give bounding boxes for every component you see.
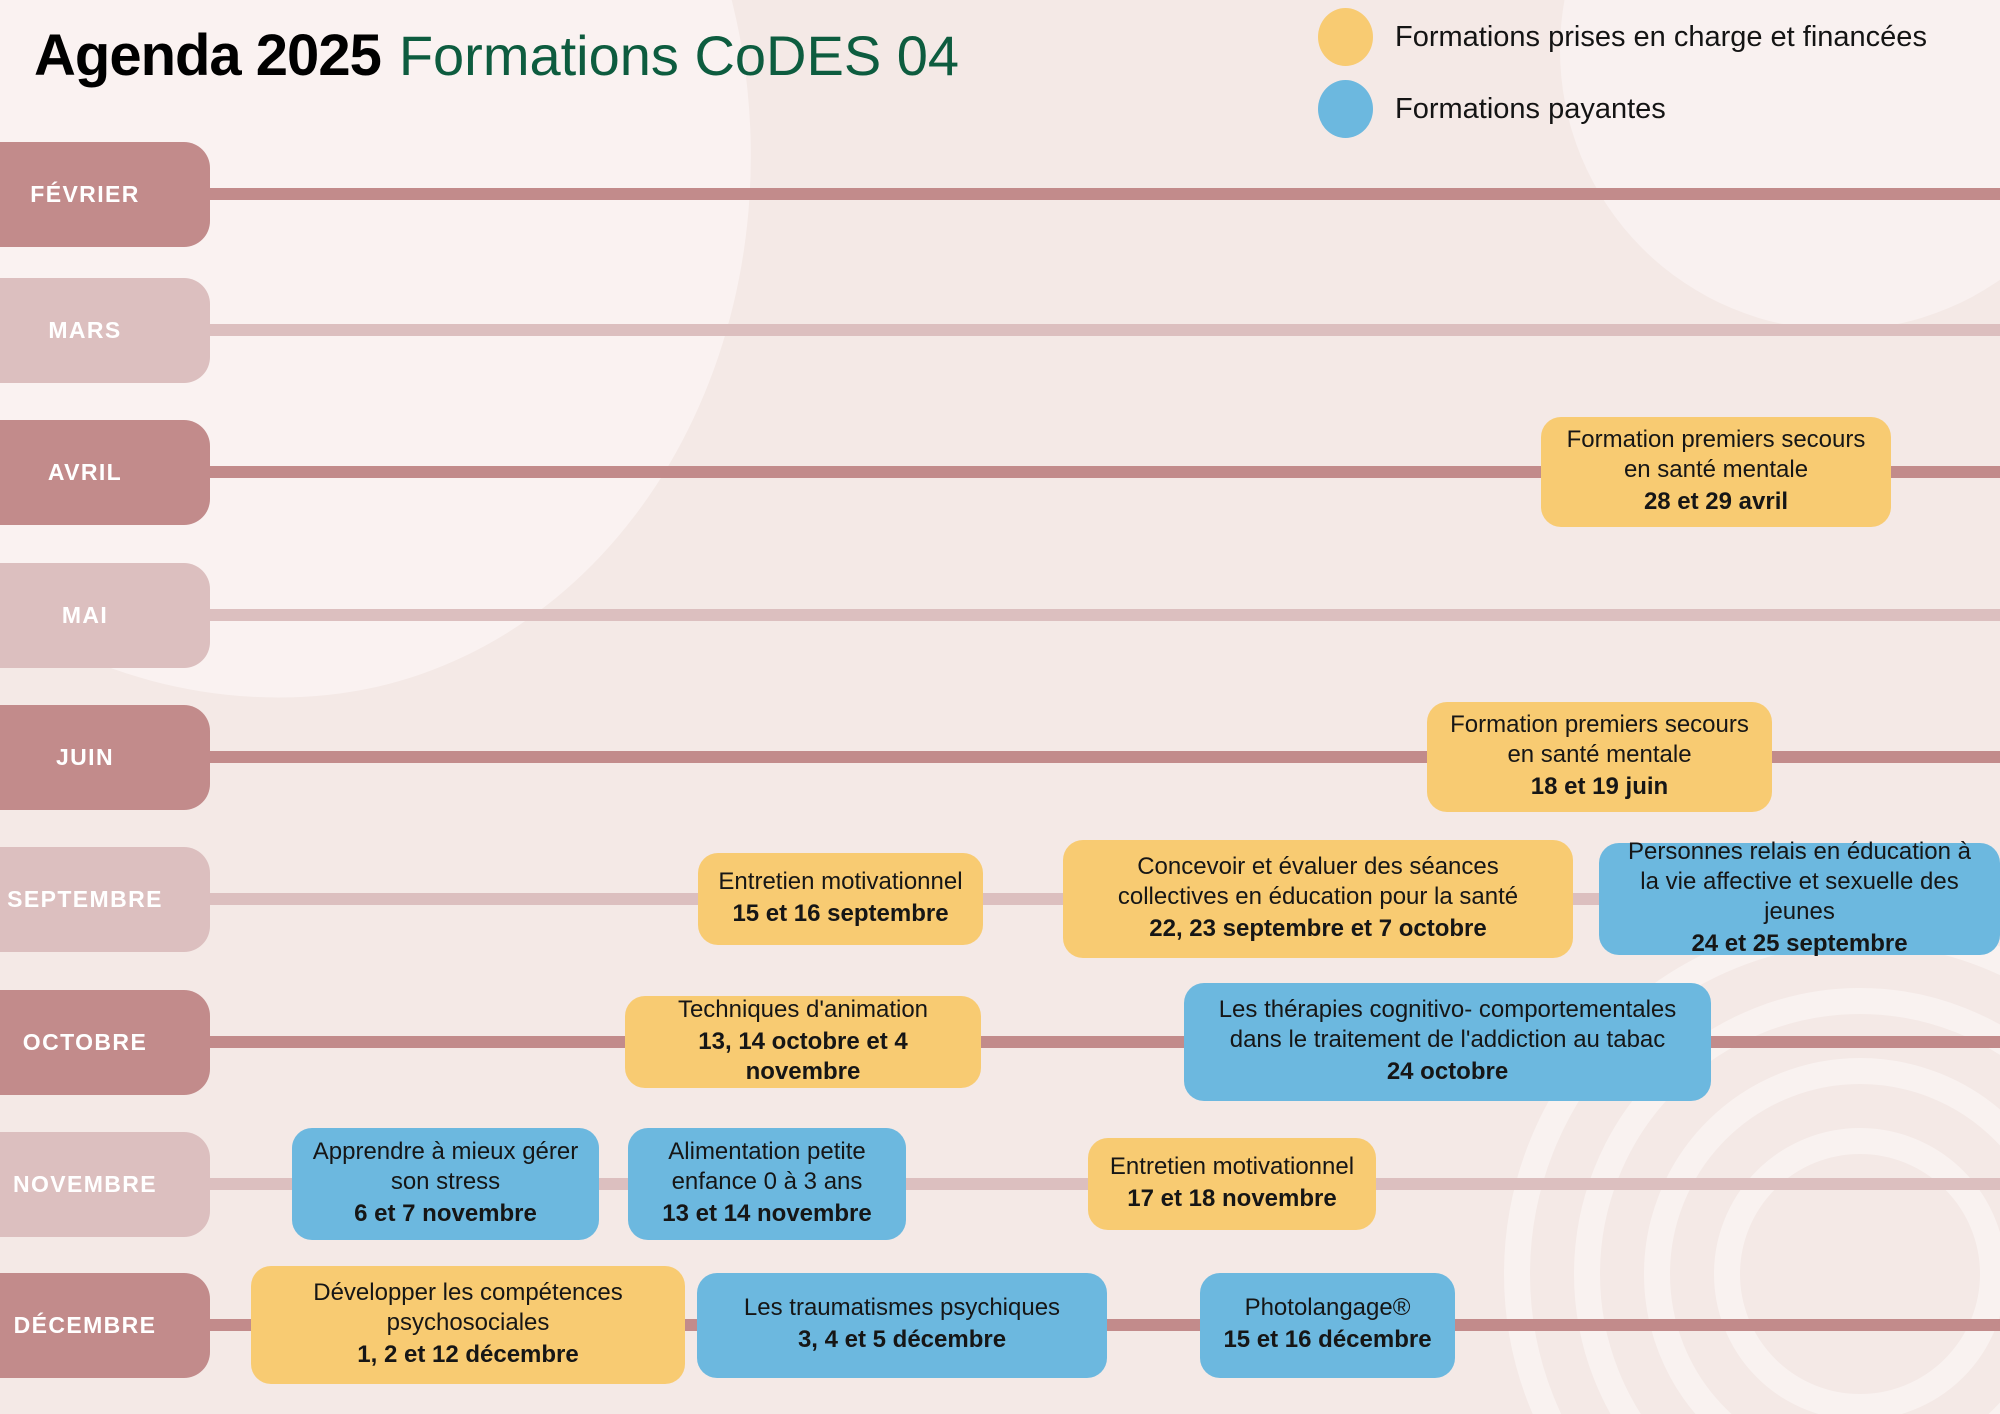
event-title: Les thérapies cognitivo- comportementale… (1218, 996, 1677, 1053)
event-card[interactable]: Photolangage® 15 et 16 décembre (1200, 1272, 1455, 1378)
event-date: 13, 14 octobre et 4 novembre (698, 1028, 908, 1085)
event-title: Alimentation petite enfance 0 à 3 ans (668, 1138, 866, 1195)
event-card[interactable]: Entretien motivationnel 17 et 18 novembre (1088, 1138, 1376, 1230)
event-title: Entretien motivationnel (718, 868, 963, 895)
event-date: 17 et 18 novembre (1127, 1185, 1337, 1212)
event-date: 18 et 19 juin (1530, 773, 1669, 800)
event-date: 13 et 14 novembre (662, 1200, 872, 1227)
legend-item: Formations payantes (1318, 80, 1927, 138)
month-pill-octobre[interactable]: OCTOBRE (0, 990, 210, 1095)
month-label: MAI (61, 602, 109, 628)
timeline-rail (0, 609, 2000, 621)
month-label: SEPTEMBRE (7, 886, 163, 912)
event-date: 22, 23 septembre et 7 octobre (1149, 915, 1487, 942)
month-pill-dcembre[interactable]: DÉCEMBRE (0, 1273, 210, 1378)
event-title: Techniques d'animation (677, 996, 929, 1023)
blue-dot-icon (1318, 80, 1373, 138)
event-title: Formation premiers secours en santé ment… (1566, 426, 1866, 483)
title-subtitle: Formations CoDES 04 (398, 24, 960, 87)
legend-label: Formations payantes (1395, 92, 1666, 125)
month-pill-septembre[interactable]: SEPTEMBRE (0, 847, 210, 952)
event-date: 6 et 7 novembre (354, 1200, 537, 1227)
month-label: JUIN (55, 744, 114, 770)
event-title: Les traumatismes psychiques (743, 1294, 1061, 1321)
legend-item: Formations prises en charge et financées (1318, 8, 1927, 66)
event-card[interactable]: Les traumatismes psychiques 3, 4 et 5 déc… (697, 1272, 1107, 1378)
poster-header: Agenda 2025 Formations CoDES 04 Formatio… (0, 0, 2000, 160)
event-card[interactable]: Les thérapies cognitivo- comportementale… (1184, 983, 1711, 1101)
event-card[interactable]: Apprendre à mieux gérer son stress 6 et 7… (292, 1128, 599, 1240)
event-date: 24 et 25 septembre (1691, 930, 1908, 957)
month-label: DÉCEMBRE (13, 1312, 157, 1338)
event-date: 28 et 29 avril (1643, 488, 1789, 515)
month-pill-avril[interactable]: AVRIL (0, 420, 210, 525)
event-date: 3, 4 et 5 décembre (797, 1326, 1007, 1353)
month-label: OCTOBRE (22, 1029, 148, 1055)
event-title: Personnes relais en éducation à la vie a… (1628, 838, 1971, 925)
event-title: Apprendre à mieux gérer son stress (312, 1138, 579, 1195)
event-card[interactable]: Entretien motivationnel 15 et 16 septembr… (698, 853, 983, 945)
month-label: MARS (48, 317, 122, 343)
event-card[interactable]: Personnes relais en éducation à la vie a… (1599, 838, 2000, 957)
legend: Formations prises en charge et financées… (1318, 8, 1927, 138)
month-pill-mars[interactable]: MARS (0, 278, 210, 383)
event-date: 24 octobre (1386, 1058, 1509, 1085)
event-card[interactable]: Techniques d'animation 13, 14 octobre et … (625, 996, 981, 1088)
legend-label: Formations prises en charge et financées (1395, 20, 1927, 53)
event-card[interactable]: Concevoir et évaluer des séances collect… (1063, 840, 1573, 958)
month-pill-mai[interactable]: MAI (0, 563, 210, 668)
title-main: Agenda 2025 (34, 23, 382, 88)
event-card[interactable]: Alimentation petite enfance 0 à 3 ans 13 … (628, 1128, 906, 1240)
event-date: 15 et 16 septembre (732, 900, 949, 927)
month-label: NOVEMBRE (12, 1171, 158, 1197)
event-card[interactable]: Formation premiers secours en santé ment… (1541, 417, 1891, 527)
month-pill-novembre[interactable]: NOVEMBRE (0, 1132, 210, 1237)
event-title: Entretien motivationnel (1109, 1153, 1355, 1180)
month-pill-juin[interactable]: JUIN (0, 705, 210, 810)
event-date: 15 et 16 décembre (1223, 1326, 1432, 1353)
month-label: FÉVRIER (30, 181, 140, 207)
event-date: 1, 2 et 12 décembre (357, 1341, 579, 1368)
timeline-rail (0, 188, 2000, 200)
event-title: Photolangage® (1244, 1294, 1411, 1321)
page-title: Agenda 2025 Formations CoDES 04 (34, 22, 959, 89)
month-label: AVRIL (47, 459, 123, 485)
event-card[interactable]: Développer les compétences psychosociale… (251, 1266, 685, 1384)
timeline-rail (0, 324, 2000, 336)
event-title: Concevoir et évaluer des séances collect… (1117, 853, 1519, 910)
event-card[interactable]: Formation premiers secours en santé ment… (1427, 702, 1772, 812)
yellow-dot-icon (1318, 8, 1373, 66)
event-title: Formation premiers secours en santé ment… (1450, 711, 1749, 768)
event-title: Développer les compétences psychosociale… (313, 1279, 623, 1336)
